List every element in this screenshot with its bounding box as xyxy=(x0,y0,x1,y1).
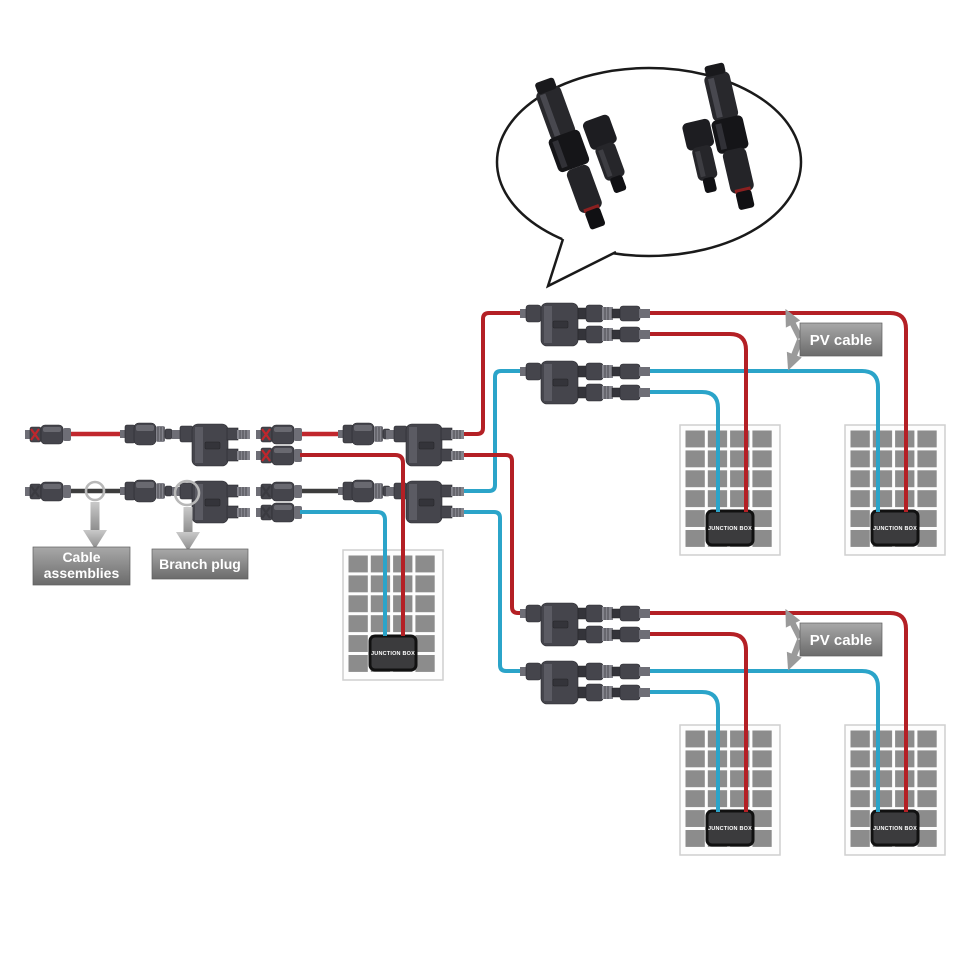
wire-red-trunk-up xyxy=(461,311,520,436)
mc4-female-connector xyxy=(119,422,173,446)
branch-plug-node-bottom-red xyxy=(519,602,651,647)
pv-cable-arrow-up xyxy=(785,308,803,340)
wire-blue-feed-top-left xyxy=(650,390,720,512)
speech-bubble xyxy=(495,62,803,289)
wire-red-to-center-panel xyxy=(300,453,405,636)
junction-box-label: JUNCTION BOX xyxy=(708,826,752,832)
pv-wires-red xyxy=(461,311,908,812)
callout-circle-cable xyxy=(84,480,106,502)
t-branch-connector-photo-right xyxy=(682,62,755,210)
label-box-cable-assemblies xyxy=(32,546,131,586)
pv-cable-arrow-down xyxy=(786,338,803,371)
bubble-tail-fill xyxy=(548,237,618,286)
branch-plug-sample-1 xyxy=(171,423,251,467)
wire-blue-feed-bottom-right xyxy=(650,669,880,812)
junction-box-label: JUNCTION BOX xyxy=(873,526,917,532)
junction-box-label: JUNCTION BOX xyxy=(708,526,752,532)
wire-blue-trunk-up xyxy=(461,369,520,493)
legend-connectors xyxy=(23,422,465,524)
label-cable-assemblies-line2: assemblies xyxy=(44,565,120,581)
bubble-tail xyxy=(545,238,617,289)
pv-cable-annotation-top: PV cable xyxy=(785,308,883,371)
solar-panel-bottom-left xyxy=(678,723,782,857)
label-box-pv-cable-top xyxy=(799,322,883,357)
branch-plug-node-top-red xyxy=(519,302,651,347)
branch-plug-node-top-blue xyxy=(519,360,651,405)
pv-cable-arrow-down xyxy=(786,638,803,671)
branch-plug-node-bottom-blue xyxy=(519,660,651,705)
legend-labels: Cable assemblies Branch plug xyxy=(32,502,249,586)
mc4-male-connector xyxy=(254,480,304,503)
wire-red-feed-bottom-right xyxy=(650,611,908,812)
junction-box-label: JUNCTION BOX xyxy=(371,651,415,657)
pv-wires-blue xyxy=(461,369,880,812)
callout-circle-branch-plug xyxy=(173,479,201,507)
arrow-cable-assemblies xyxy=(90,502,100,532)
solar-panel-top-right xyxy=(843,423,947,557)
label-box-branch-plug xyxy=(151,548,249,580)
mc4-male-connector xyxy=(23,423,73,446)
mc4-female-connector xyxy=(337,479,391,503)
mc4-female-connector xyxy=(119,479,173,503)
mc4-male-connector xyxy=(254,501,304,524)
label-branch-plug: Branch plug xyxy=(159,556,241,572)
mc4-female-connector xyxy=(337,422,391,446)
pv-cable-annotation-bottom: PV cable xyxy=(785,608,883,671)
solar-panel-top-left xyxy=(678,423,782,557)
wire-blue-to-center-panel xyxy=(300,510,387,636)
pv-cable-arrow-up xyxy=(785,608,803,640)
wire-blue-feed-top-right xyxy=(650,369,880,512)
label-pv-cable-bottom: PV cable xyxy=(810,632,873,649)
junction-box-label: JUNCTION BOX xyxy=(873,826,917,832)
solar-panel-bottom-right xyxy=(843,723,947,857)
label-cable-assemblies-line1: Cable xyxy=(62,549,100,565)
wire-red-feed-top-left xyxy=(650,332,748,512)
solar-panel-center xyxy=(341,548,445,682)
branch-plug-sample-2 xyxy=(385,423,465,467)
wire-red-feed-bottom-left xyxy=(650,632,748,812)
branch-plug-sample-4 xyxy=(385,480,465,524)
mc4-male-connector xyxy=(23,480,73,503)
wire-blue-feed-bottom-left xyxy=(650,690,720,812)
wire-red-feed-top-right xyxy=(650,311,908,512)
label-pv-cable-top: PV cable xyxy=(810,332,873,349)
wire-blue-trunk-down xyxy=(461,510,520,673)
t-branch-connector-photo-left xyxy=(535,77,627,230)
arrow-branch-plug xyxy=(183,507,193,534)
mc4-male-connector xyxy=(254,423,304,446)
arrowhead-cable-assemblies xyxy=(83,530,107,549)
wire-red-trunk-down xyxy=(461,453,520,615)
label-box-pv-cable-bottom xyxy=(799,622,883,657)
arrowhead-branch-plug xyxy=(176,532,200,551)
mc4-male-connector xyxy=(254,444,304,467)
